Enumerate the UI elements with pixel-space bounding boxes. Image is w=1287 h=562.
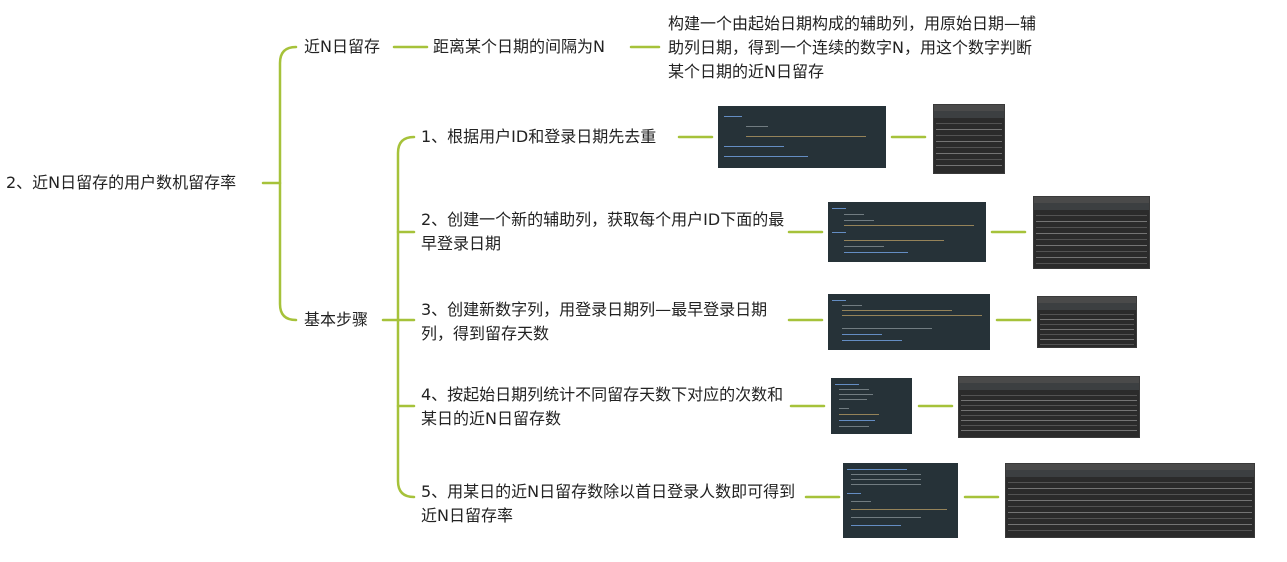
step-1-result-screenshot (933, 104, 1005, 174)
branch-near-n-day-retention[interactable]: 近N日留存 (304, 37, 380, 56)
step-4-node[interactable]: 4、按起始日期列统计不同留存天数下对应的次数和某日的近N日留存数 (421, 385, 784, 428)
step-3-code-screenshot (828, 294, 990, 350)
branch-basic-steps[interactable]: 基本步骤 (304, 310, 369, 329)
step-3-result-screenshot (1037, 296, 1137, 348)
step-3-node[interactable]: 3、创建新数字列，用登录日期列—最早登录日期列，得到留存天数 (421, 300, 768, 343)
step-2-node[interactable]: 2、创建一个新的辅助列，获取每个用户ID下面的最早登录日期 (421, 210, 785, 253)
step-4-code-screenshot (831, 378, 912, 434)
step-2-code-screenshot (828, 202, 986, 262)
step-4-result-screenshot (958, 376, 1140, 438)
step-1-code-screenshot (718, 106, 886, 168)
step-5-result-screenshot (1005, 463, 1255, 538)
step-2-result-screenshot (1033, 196, 1150, 269)
branch1-child-interval[interactable]: 距离某个日期的间隔为N (433, 37, 605, 56)
step-1-node[interactable]: 1、根据用户ID和登录日期先去重 (421, 127, 657, 146)
step-5-node[interactable]: 5、用某日的近N日留存数除以首日登录人数即可得到近N日留存率 (421, 482, 796, 525)
branch1-detail-node[interactable]: 构建一个由起始日期构成的辅助列，用原始日期—辅助列日期，得到一个连续的数字N，用… (668, 14, 1037, 81)
root-node[interactable]: 2、近N日留存的用户数机留存率 (6, 173, 237, 192)
step-5-code-screenshot (843, 463, 958, 538)
